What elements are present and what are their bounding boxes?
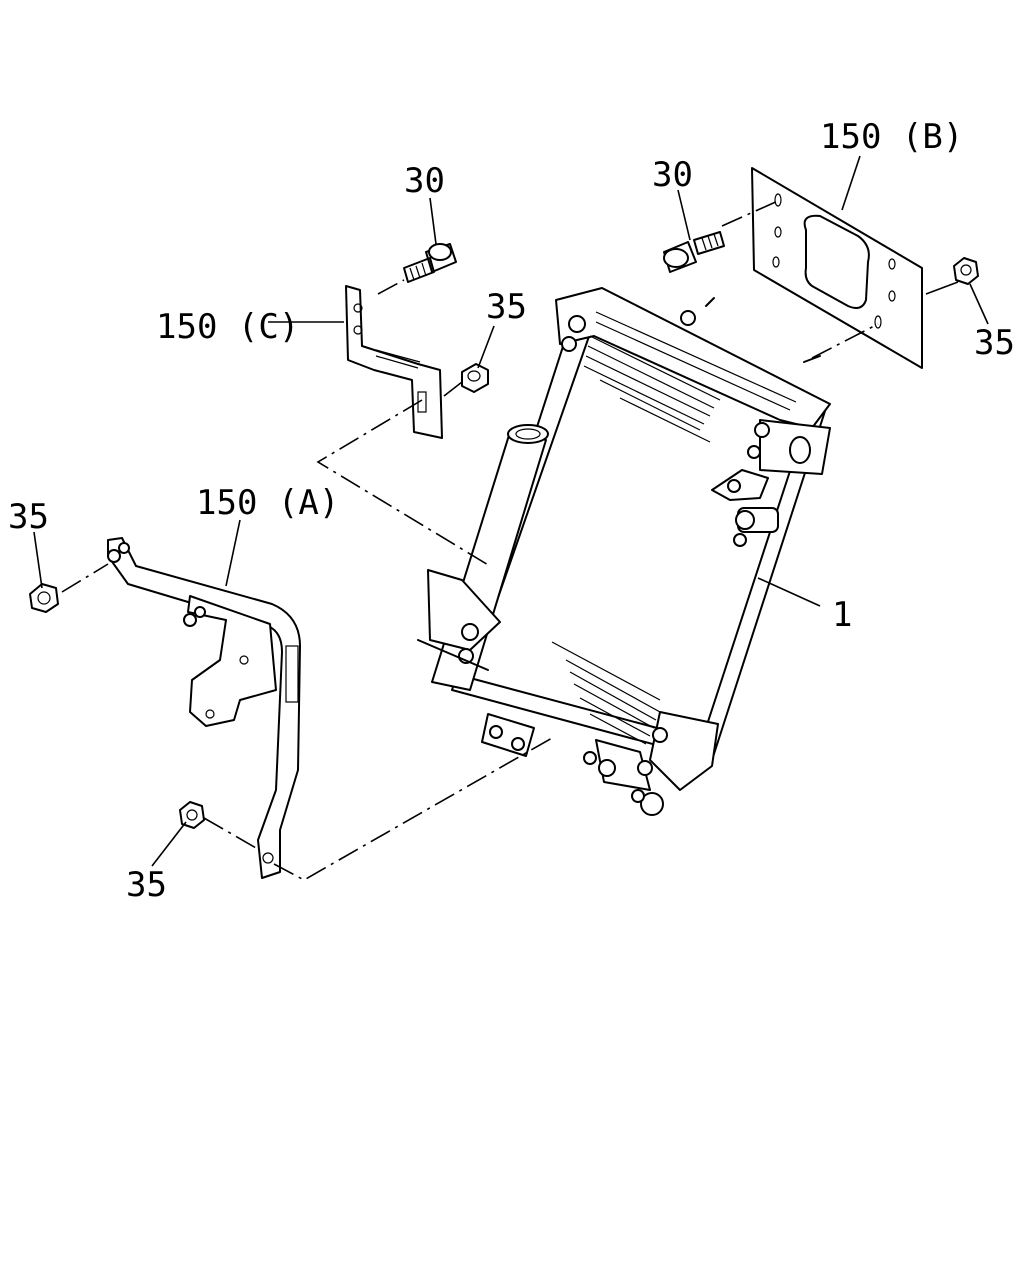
fin-hatching-top (583, 335, 721, 443)
callout-35-right: 35 (974, 323, 1015, 363)
callout-30-right: 30 (652, 155, 693, 195)
nut-35-bottom (179, 801, 205, 829)
callout-150b: 150 (B) (820, 117, 963, 157)
bolt-30-right (663, 231, 725, 273)
leader-lines (33, 155, 989, 867)
nut-35-right (953, 257, 979, 285)
callout-35-mid: 35 (486, 287, 527, 327)
callout-35-left: 35 (8, 497, 49, 537)
bolt-30-left (403, 243, 457, 283)
bracket-150a (107, 537, 301, 879)
fin-hatching-bottom (551, 641, 661, 745)
callout-30-left: 30 (404, 161, 445, 201)
callout-labels: 150 (B) 30 30 150 (C) 35 35 35 150 (A) 1… (8, 117, 1015, 905)
alignment-lines (61, 199, 879, 881)
radiator-assembly (417, 287, 831, 816)
callout-1: 1 (832, 595, 852, 635)
callout-150a: 150 (A) (196, 483, 339, 523)
callout-150c: 150 (C) (156, 307, 299, 347)
callout-35-bottom: 35 (126, 865, 167, 905)
bracket-150b (751, 167, 923, 369)
bracket-150c (345, 285, 443, 439)
nut-35-mid (461, 363, 489, 393)
nut-35-left (29, 583, 59, 613)
